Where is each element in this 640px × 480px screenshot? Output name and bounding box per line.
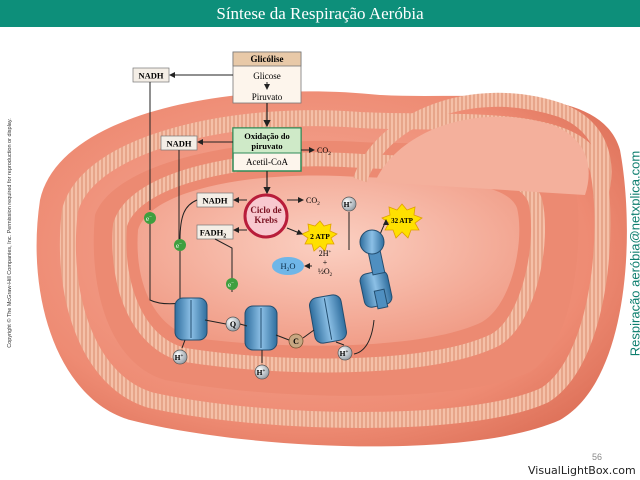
pyruvate-oxidation-box: Oxidação do piruvato Acetil-CoA [232, 127, 302, 172]
krebs-cycle: Ciclo de Krebs [243, 193, 289, 239]
fadh2-label: FADH2 [200, 228, 226, 240]
nadh-krebs-box: NADH [196, 192, 234, 208]
svg-text:H+: H+ [257, 368, 266, 377]
glycolysis-header: Glicólise [251, 54, 284, 64]
plus-label: + [323, 258, 328, 267]
complex-iii [244, 305, 278, 351]
atp-2-label: 2 ATP [310, 232, 330, 241]
nadh-krebs-label: NADH [202, 196, 227, 206]
outer-membrane [59, 110, 611, 428]
electron-carrier-2: e− [174, 239, 186, 251]
svg-text:H+: H+ [340, 349, 349, 358]
crista-fold-inner [375, 116, 589, 195]
svg-text:e−: e− [176, 242, 182, 250]
svg-text:e−: e− [228, 281, 234, 289]
krebs-line2: Krebs [254, 215, 278, 225]
page-number: 56 [592, 452, 603, 462]
nadh-top-box: NADH [132, 67, 170, 83]
electron-carrier-1: e− [144, 212, 156, 224]
co2-oxidation-label: CO2 [317, 146, 331, 157]
cytochrome-c: C [288, 333, 304, 349]
proton-4: H+ [341, 196, 357, 212]
atp-32-starburst: 32 ATP [381, 203, 423, 239]
slide-title: Síntese da Respiração Aeróbia [0, 0, 640, 27]
atp-synthase [359, 229, 393, 310]
atp-32-label: 32 ATP [391, 217, 414, 225]
fadh2-box: FADH2 [196, 224, 234, 240]
mitochondrial-matrix [137, 175, 520, 346]
electron-carrier-3: e− [226, 278, 238, 290]
ubiquinone-q: Q [225, 316, 241, 332]
oxidation-header-line1: Oxidação do [244, 131, 290, 141]
nadh-top-label: NADH [138, 71, 163, 81]
proton-1: H+ [172, 349, 188, 365]
glucose-label: Glicose [253, 71, 281, 81]
two-h-label: 2H+ [319, 249, 332, 258]
atp-2-starburst: 2 ATP [301, 220, 338, 252]
proton-2: H+ [254, 364, 270, 380]
water-label: H2O [272, 257, 304, 275]
complex-iv [309, 294, 347, 344]
watermark: VisualLightBox.com [528, 464, 636, 477]
h2o-label: H2O [280, 261, 295, 273]
glycolysis-box: Glicólise Glicose Piruvato [232, 51, 302, 104]
half-oxygen-label: ½O2 [318, 267, 333, 278]
oxidation-header-line2: piruvato [251, 141, 282, 151]
nadh-mid-label: NADH [166, 139, 191, 149]
nadh-mid-box: NADH [160, 135, 198, 151]
co2-krebs-label: CO2 [306, 196, 320, 207]
pyruvate-label: Piruvato [252, 92, 283, 102]
svg-text:H+: H+ [344, 200, 353, 209]
svg-text:H+: H+ [175, 353, 184, 362]
c-label: C [293, 337, 299, 346]
krebs-line1: Ciclo de [250, 205, 281, 215]
proton-3: H+ [337, 345, 353, 361]
crista-fold [353, 92, 612, 203]
complex-i [174, 297, 208, 341]
acetyl-coa-label: Acetil-CoA [246, 157, 288, 167]
q-label: Q [230, 320, 236, 329]
svg-text:e−: e− [146, 215, 152, 223]
